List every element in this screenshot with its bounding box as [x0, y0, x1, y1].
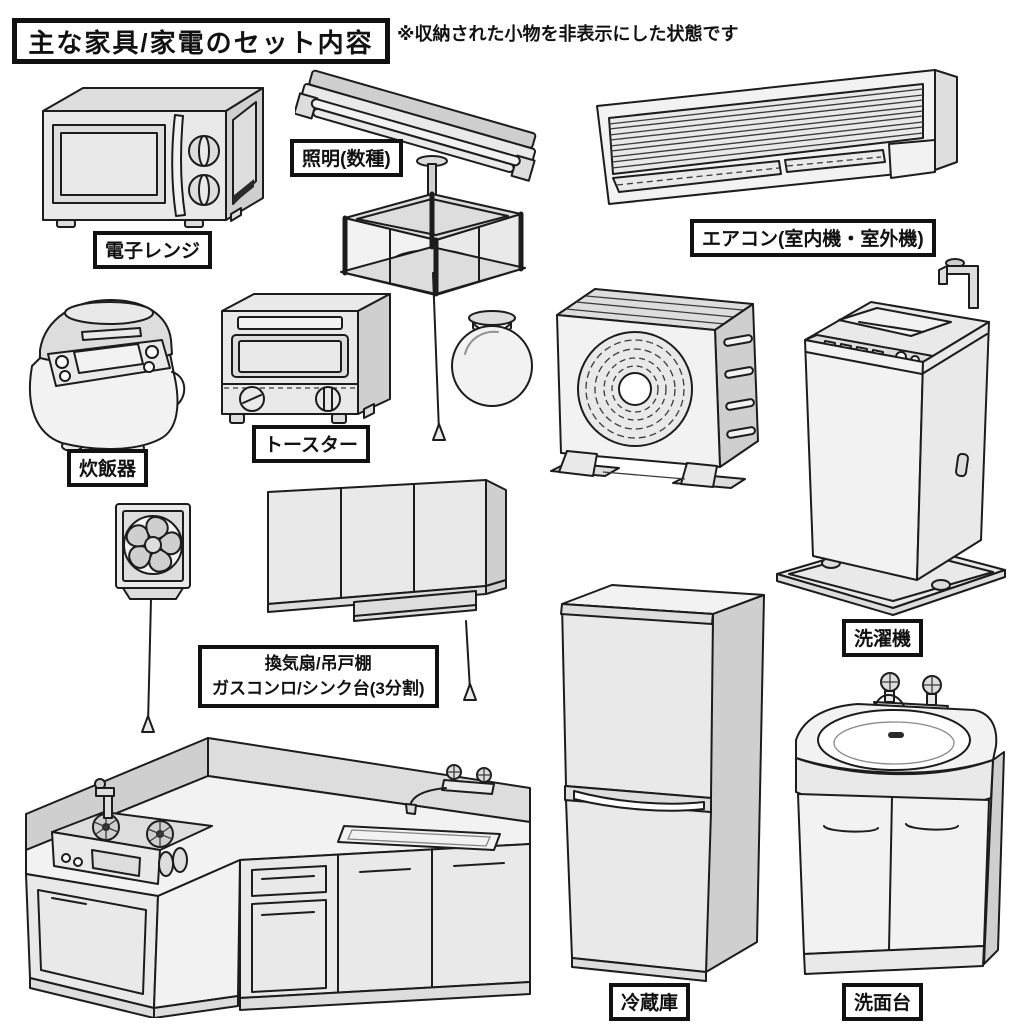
washbasin-illustration	[795, 672, 1005, 975]
page-title: 主な家具/家電のセット内容	[12, 18, 390, 64]
label-kitchen-line1: 換気扇/吊戸棚	[264, 654, 372, 673]
gas-valve-icon	[94, 778, 115, 819]
label-toaster: トースター	[252, 425, 371, 463]
lighting-illustration	[295, 69, 537, 441]
toaster-illustration	[221, 293, 391, 424]
rice-cooker-illustration	[28, 299, 186, 454]
ball-lamp-icon	[451, 310, 533, 407]
hanging-cupboard-illustration	[267, 479, 507, 701]
fluorescent-light-icon	[295, 69, 537, 182]
water-tap-icon	[938, 258, 979, 309]
air-conditioner-indoor-illustration	[596, 69, 958, 205]
label-kitchen-line2: ガスコンロ/シンク台(3分割)	[212, 678, 425, 698]
label-washing-machine: 洗濯機	[842, 619, 924, 657]
microwave-illustration	[42, 87, 264, 228]
label-microwave: 電子レンジ	[93, 231, 213, 269]
pendant-lantern-icon	[340, 155, 526, 441]
label-washbasin: 洗面台	[842, 983, 924, 1021]
air-conditioner-outdoor-illustration	[550, 288, 759, 489]
label-kitchen-unit: 換気扇/吊戸棚 ガスコンロ/シンク台(3分割)	[198, 645, 439, 709]
label-refrigerator: 冷蔵庫	[609, 983, 691, 1021]
refrigerator-illustration	[560, 584, 765, 982]
washing-machine-illustration	[776, 258, 1006, 616]
kitchen-sink	[337, 825, 501, 851]
ventilation-fan-illustration	[115, 503, 191, 733]
label-lighting: 照明(数種)	[290, 139, 403, 177]
label-rice-cooker: 炊飯器	[67, 449, 149, 487]
fan-blades	[125, 516, 182, 573]
sink-faucet-icon	[405, 764, 495, 815]
page-note: ※収納された小物を非表示にした状態です	[397, 24, 739, 44]
label-air-conditioner: エアコン(室内機・室外機)	[690, 219, 936, 257]
kitchen-unit-illustration	[25, 737, 531, 1018]
gas-stove	[51, 811, 213, 885]
